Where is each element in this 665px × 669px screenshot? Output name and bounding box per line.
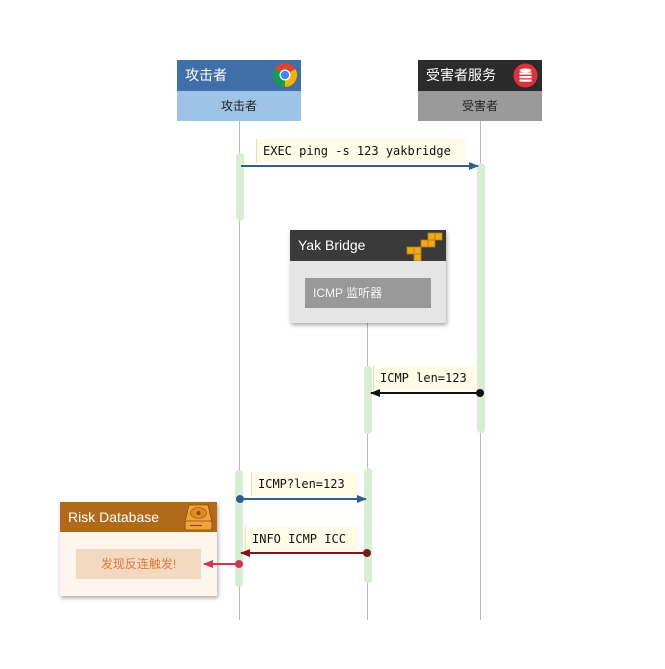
attacker-title: 攻击者 [185, 67, 227, 83]
yak-bridge-activation-1 [364, 366, 372, 434]
victim-header: 受害者服务 [418, 60, 542, 91]
attacker-subtitle: 攻击者 [177, 91, 301, 121]
attacker-activation-2 [235, 470, 243, 587]
aws-cubes-icon [406, 231, 444, 262]
attacker-header: 攻击者 [177, 60, 301, 91]
attacker-activation-1 [236, 153, 244, 221]
victim-activation [477, 163, 485, 433]
victim-title: 受害者服务 [426, 67, 496, 83]
message-label-icmp-len: ICMP len=123 [373, 366, 476, 390]
arrow-risk-alert [203, 560, 243, 568]
victim-subtitle: 受害者 [418, 91, 542, 121]
yak-bridge-activation-2 [364, 468, 372, 583]
risk-database-title: Risk Database [68, 509, 160, 525]
yak-bridge-header: Yak Bridge [290, 230, 446, 262]
victim-participant: 受害者服务 受害者 [418, 60, 542, 121]
arrow-icmp-len [370, 389, 484, 397]
attacker-lifeline [239, 121, 240, 620]
database-icon [513, 63, 538, 88]
message-label-icmp-query: ICMP?len=123 [251, 472, 358, 496]
risk-database-header: Risk Database [60, 502, 217, 532]
message-label-exec: EXEC ping -s 123 yakbridge [256, 139, 465, 163]
icmp-listener-button[interactable]: ICMP 监听器 [305, 278, 431, 308]
arrow-icmp-query [236, 495, 367, 503]
yak-bridge-title: Yak Bridge [298, 237, 366, 253]
arrow-info-icmp [240, 549, 371, 557]
hard-drive-icon [182, 502, 215, 532]
risk-alert-button[interactable]: 发现反连触发! [76, 549, 201, 579]
attacker-participant: 攻击者 攻击者 [177, 60, 301, 121]
risk-database-card: Risk Database 发现反连触发! [60, 502, 217, 596]
message-label-info-icmp: INFO ICMP ICC [245, 527, 358, 551]
yak-bridge-card: Yak Bridge ICMP 监听器 [290, 230, 446, 323]
chrome-icon [272, 62, 298, 88]
